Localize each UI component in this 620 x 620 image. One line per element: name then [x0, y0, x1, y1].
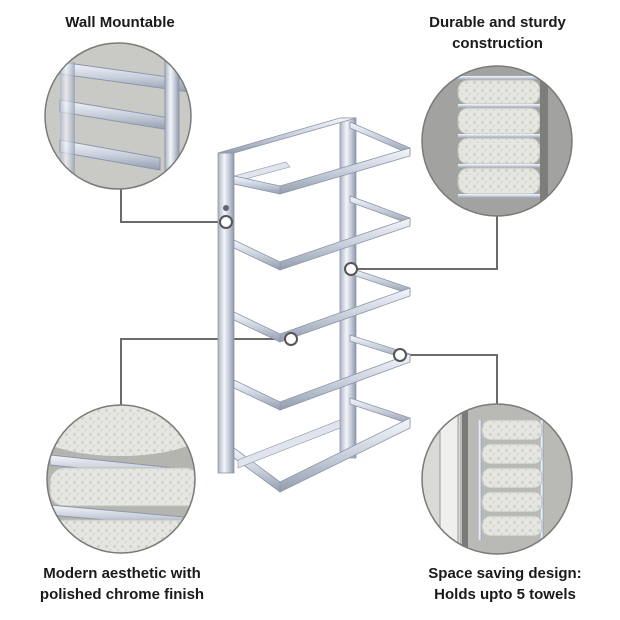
rack-back-upright-left [217, 152, 235, 474]
caption-line: Holds upto 5 towels [434, 586, 576, 603]
feature-caption-modern: Modern aesthetic with polished chrome fi… [12, 563, 232, 605]
caption-line: polished chrome finish [39, 586, 205, 603]
callout-line-durable [356, 215, 498, 270]
rack-shelf-1 [233, 121, 411, 195]
callout-dot-icon [284, 332, 298, 346]
callout-dot-icon [344, 262, 358, 276]
feature-caption-wall-mountable: Wall Mountable [20, 12, 220, 33]
callout-lines [120, 188, 498, 405]
callout-line-space [405, 354, 498, 404]
callout-dot-icon [393, 348, 407, 362]
rack-shelf-5 [233, 397, 411, 493]
detail-circle-durable [421, 65, 573, 217]
detail-circle-wall-mount [44, 42, 192, 190]
rack-shelf-3 [233, 267, 411, 343]
feature-caption-space-saving: Space saving design: Holds upto 5 towels [395, 563, 615, 605]
feature-caption-durable: Durable and sturdy construction [395, 12, 600, 54]
rack-shelf-2 [233, 195, 411, 271]
towel-rack-illustration [217, 117, 411, 493]
caption-line: Durable and sturdy [429, 14, 566, 31]
callout-dot-icon [219, 215, 233, 229]
caption-line: Space saving design: [428, 565, 582, 582]
callout-line-wall [120, 188, 222, 223]
detail-circle-modern [46, 404, 196, 554]
rack-top-bar [217, 117, 357, 154]
detail-circle-space-saving [421, 403, 573, 555]
wall-bracket-screw-icon [223, 205, 229, 211]
caption-line: Wall Mountable [65, 14, 175, 31]
caption-line: Modern aesthetic with [43, 565, 201, 582]
callout-dots [219, 215, 407, 362]
caption-line: construction [452, 35, 543, 52]
rack-shelf-4 [233, 334, 411, 411]
